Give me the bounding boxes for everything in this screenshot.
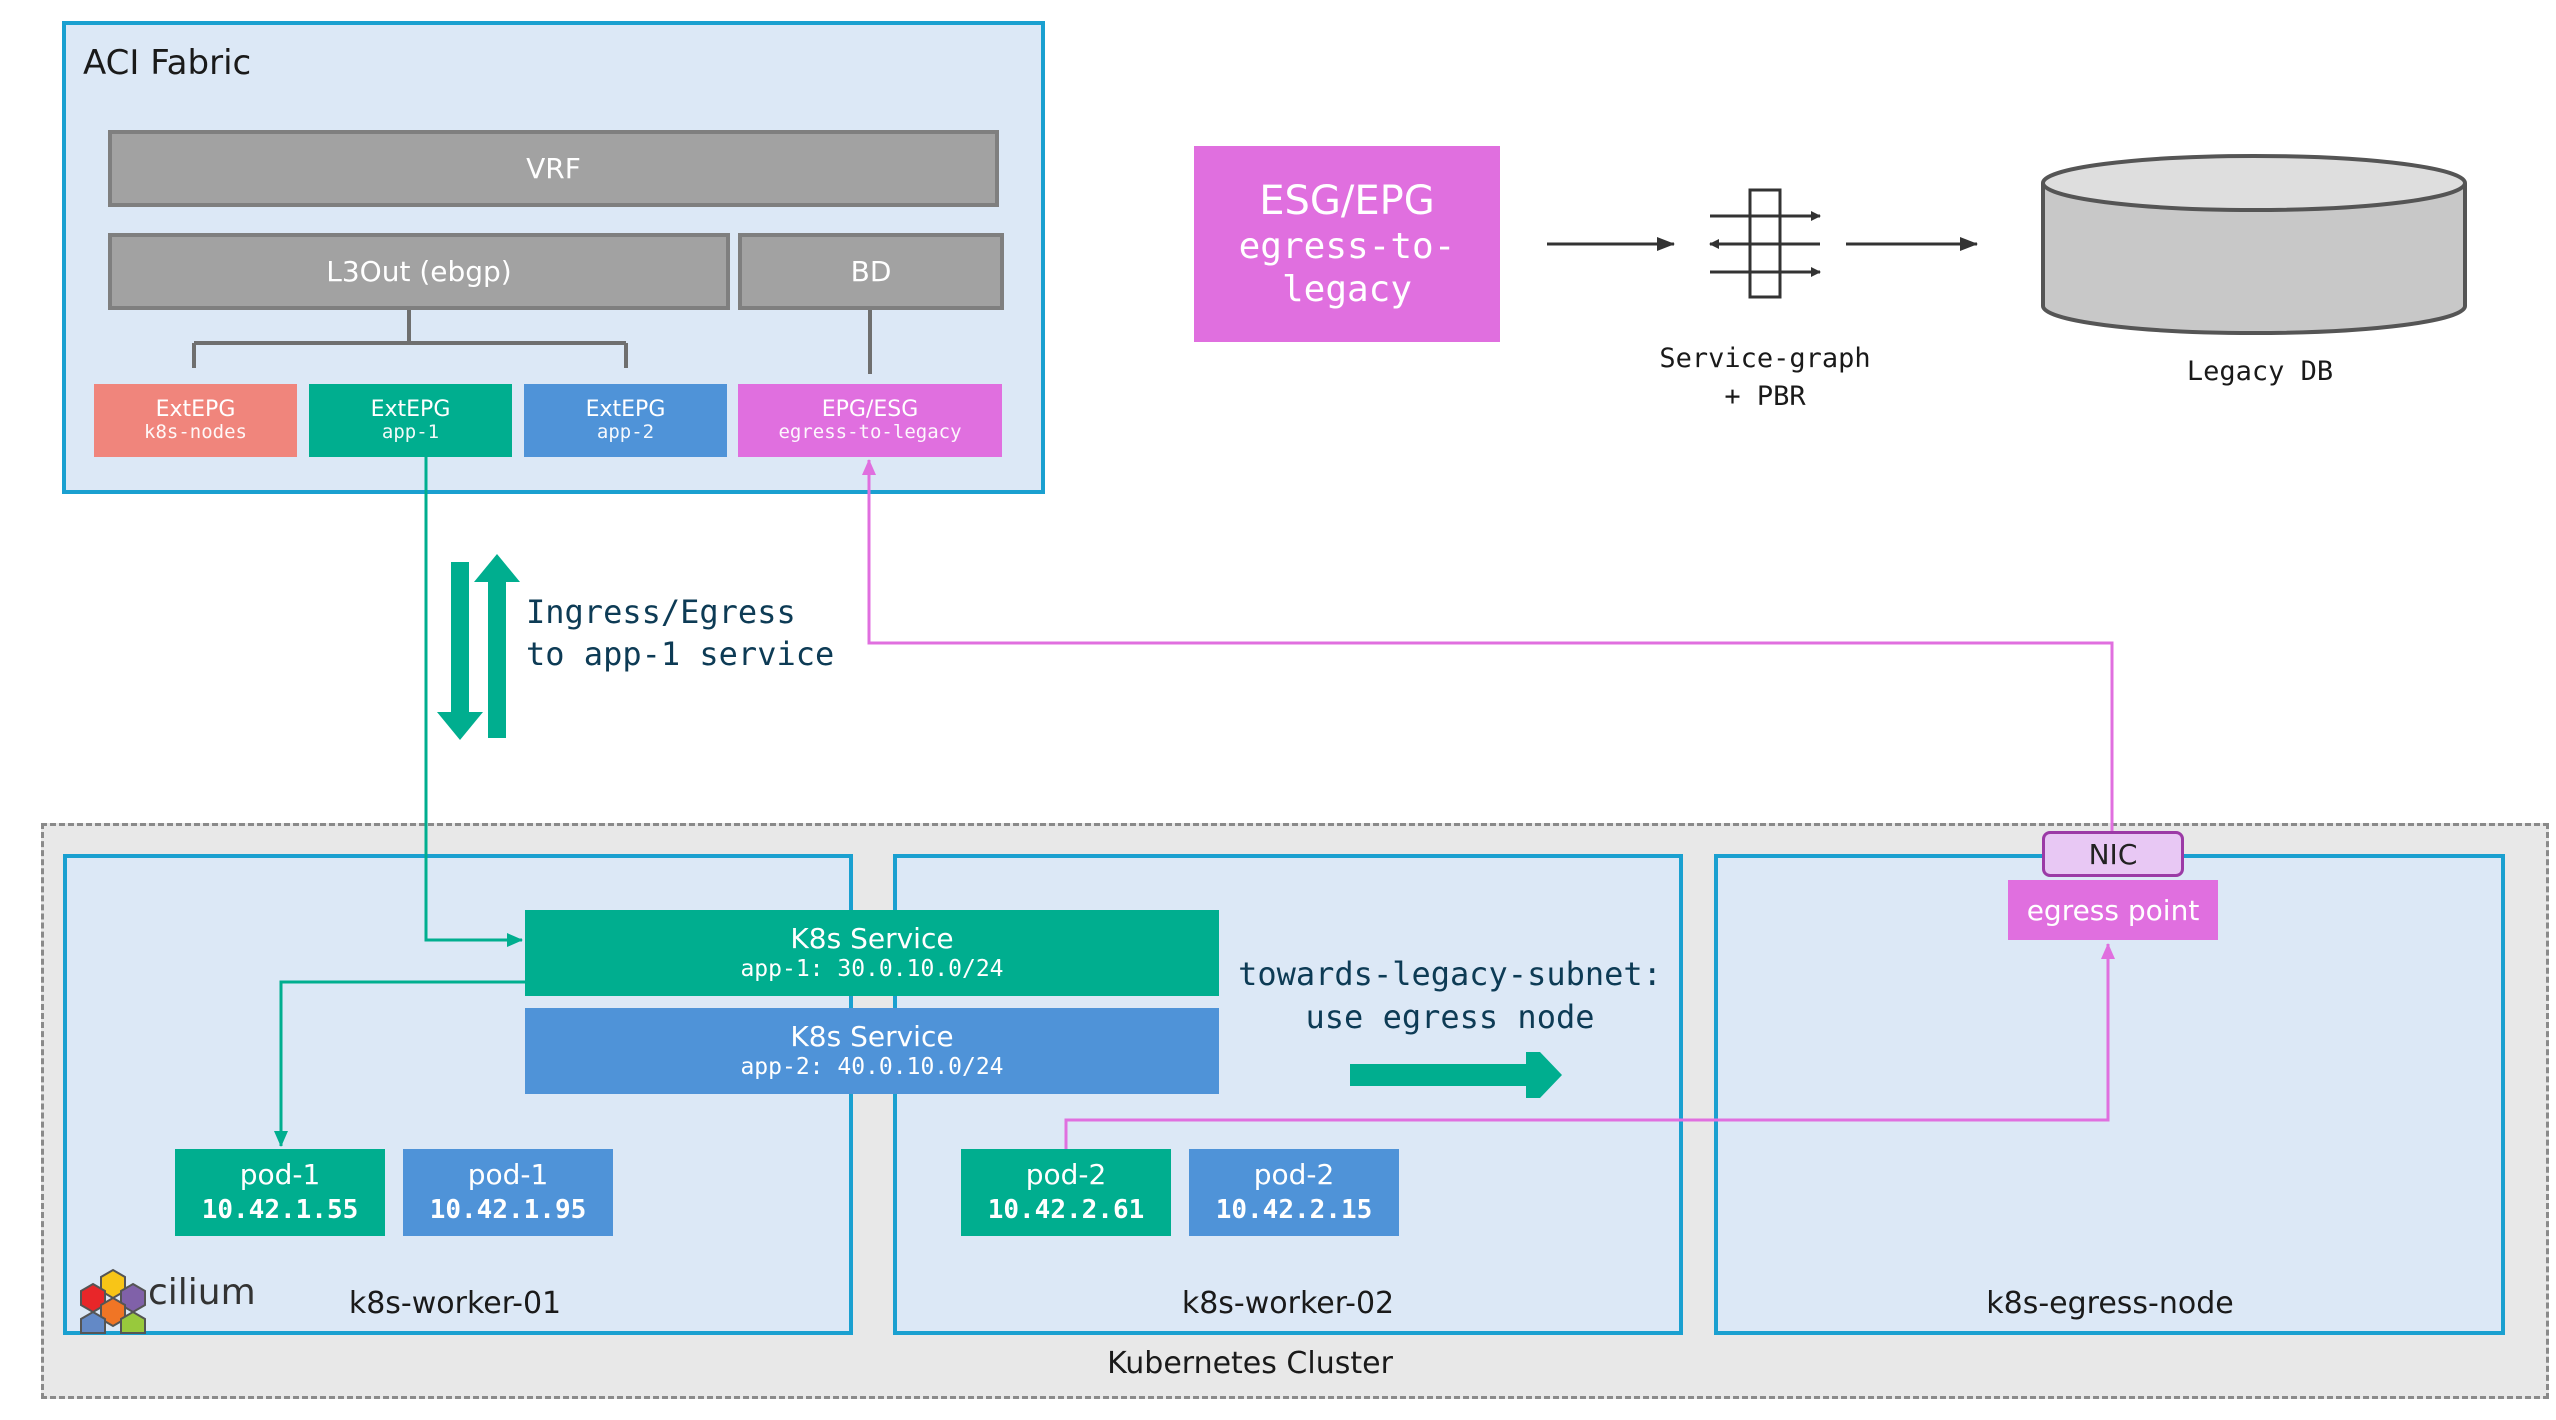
esg-epg-line2: legacy bbox=[1281, 269, 1413, 310]
worker2-label: k8s-worker-02 bbox=[1181, 1286, 1395, 1321]
pod-1-a: pod-1 10.42.1.55 bbox=[175, 1149, 385, 1236]
towards-legacy-label: towards-legacy-subnet: use egress node bbox=[1220, 953, 1680, 1039]
k8s-service-app2: K8s Service app-2: 40.0.10.0/24 bbox=[525, 1008, 1219, 1094]
aci-fabric-title: ACI Fabric bbox=[83, 43, 252, 83]
pod-2-b-name: pod-2 bbox=[1253, 1158, 1335, 1192]
esg-epg-line1: egress-to- bbox=[1238, 225, 1456, 267]
vrf-bar: VRF bbox=[108, 130, 999, 207]
pod-1-a-name: pod-1 bbox=[239, 1158, 321, 1192]
epg-esg-egress-sub: egress-to-legacy bbox=[778, 421, 962, 444]
svc1-sub: app-1: 30.0.10.0/24 bbox=[740, 956, 1004, 982]
esg-epg-title: ESG/EPG bbox=[1259, 177, 1435, 224]
extepg-app1: ExtEPG app-1 bbox=[309, 384, 512, 457]
pod-1-a-ip: 10.42.1.55 bbox=[201, 1194, 359, 1225]
nic-to-epg-path bbox=[862, 459, 2114, 831]
app1-ingress-path bbox=[424, 457, 523, 947]
svc2-sub: app-2: 40.0.10.0/24 bbox=[740, 1054, 1004, 1080]
l3out-bar: L3Out (ebgp) bbox=[108, 233, 730, 310]
extepg-k8s-nodes-title: ExtEPG bbox=[155, 396, 236, 422]
cilium-logo-icon bbox=[80, 1268, 146, 1334]
pod-1-b: pod-1 10.42.1.95 bbox=[403, 1149, 613, 1236]
l3out-bracket bbox=[192, 310, 628, 368]
ingress-label-line1: Ingress/Egress bbox=[526, 593, 796, 631]
ingress-egress-arrows bbox=[437, 554, 520, 740]
extepg-app2-sub: app-2 bbox=[596, 421, 655, 444]
cilium-wordmark: cilium bbox=[148, 1272, 256, 1313]
extepg-k8s-nodes: ExtEPG k8s-nodes bbox=[94, 384, 297, 457]
service-graph-line2: + PBR bbox=[1724, 380, 1806, 412]
towards-line2: use egress node bbox=[1305, 998, 1595, 1037]
extepg-app2-title: ExtEPG bbox=[585, 396, 666, 422]
extepg-app1-title: ExtEPG bbox=[370, 396, 451, 422]
nic-badge: NIC bbox=[2042, 831, 2184, 877]
pod-2-a-name: pod-2 bbox=[1025, 1158, 1107, 1192]
pod-2-b-ip: 10.42.2.15 bbox=[1215, 1194, 1373, 1225]
towards-egress-arrow bbox=[1350, 1052, 1562, 1098]
worker1-label: k8s-worker-01 bbox=[348, 1286, 562, 1321]
epg-esg-egress: EPG/ESG egress-to-legacy bbox=[738, 384, 1002, 457]
towards-line1: towards-legacy-subnet: bbox=[1238, 955, 1662, 993]
esg-epg-box: ESG/EPG egress-to- legacy bbox=[1194, 146, 1500, 342]
pod-1-b-name: pod-1 bbox=[467, 1158, 549, 1192]
extepg-app2: ExtEPG app-2 bbox=[524, 384, 727, 457]
pod-2-a-ip: 10.42.2.61 bbox=[987, 1194, 1145, 1225]
svc1-title: K8s Service bbox=[790, 922, 954, 956]
pod-1-b-ip: 10.42.1.95 bbox=[429, 1194, 587, 1225]
legacy-db-icon bbox=[2041, 154, 2467, 335]
egress-node-label: k8s-egress-node bbox=[1986, 1286, 2234, 1321]
extepg-k8s-nodes-sub: k8s-nodes bbox=[144, 421, 247, 444]
ingress-label-line2: to app-1 service bbox=[526, 634, 835, 673]
service-graph-line1: Service-graph bbox=[1659, 343, 1871, 374]
pod-2-a: pod-2 10.42.2.61 bbox=[961, 1149, 1171, 1236]
bd-bar: BD bbox=[738, 233, 1004, 310]
ingress-egress-label: Ingress/Egress to app-1 service bbox=[526, 592, 834, 675]
pod-2-b: pod-2 10.42.2.15 bbox=[1189, 1149, 1399, 1236]
pod2-to-egress-path bbox=[1064, 943, 2115, 1149]
k8s-service-app1: K8s Service app-1: 30.0.10.0/24 bbox=[525, 910, 1219, 996]
service-graph-label: Service-graph + PBR bbox=[1600, 340, 1930, 416]
svc2-title: K8s Service bbox=[790, 1020, 954, 1054]
epg-esg-egress-title: EPG/ESG bbox=[821, 396, 919, 422]
service-graph-icon bbox=[1709, 188, 1821, 299]
legacy-db-label: Legacy DB bbox=[2186, 356, 2334, 387]
service-to-pod1-path bbox=[274, 980, 525, 1147]
extepg-app1-sub: app-1 bbox=[381, 421, 440, 444]
egress-point: egress point bbox=[2008, 880, 2218, 940]
cluster-label: Kubernetes Cluster bbox=[1107, 1346, 1393, 1381]
